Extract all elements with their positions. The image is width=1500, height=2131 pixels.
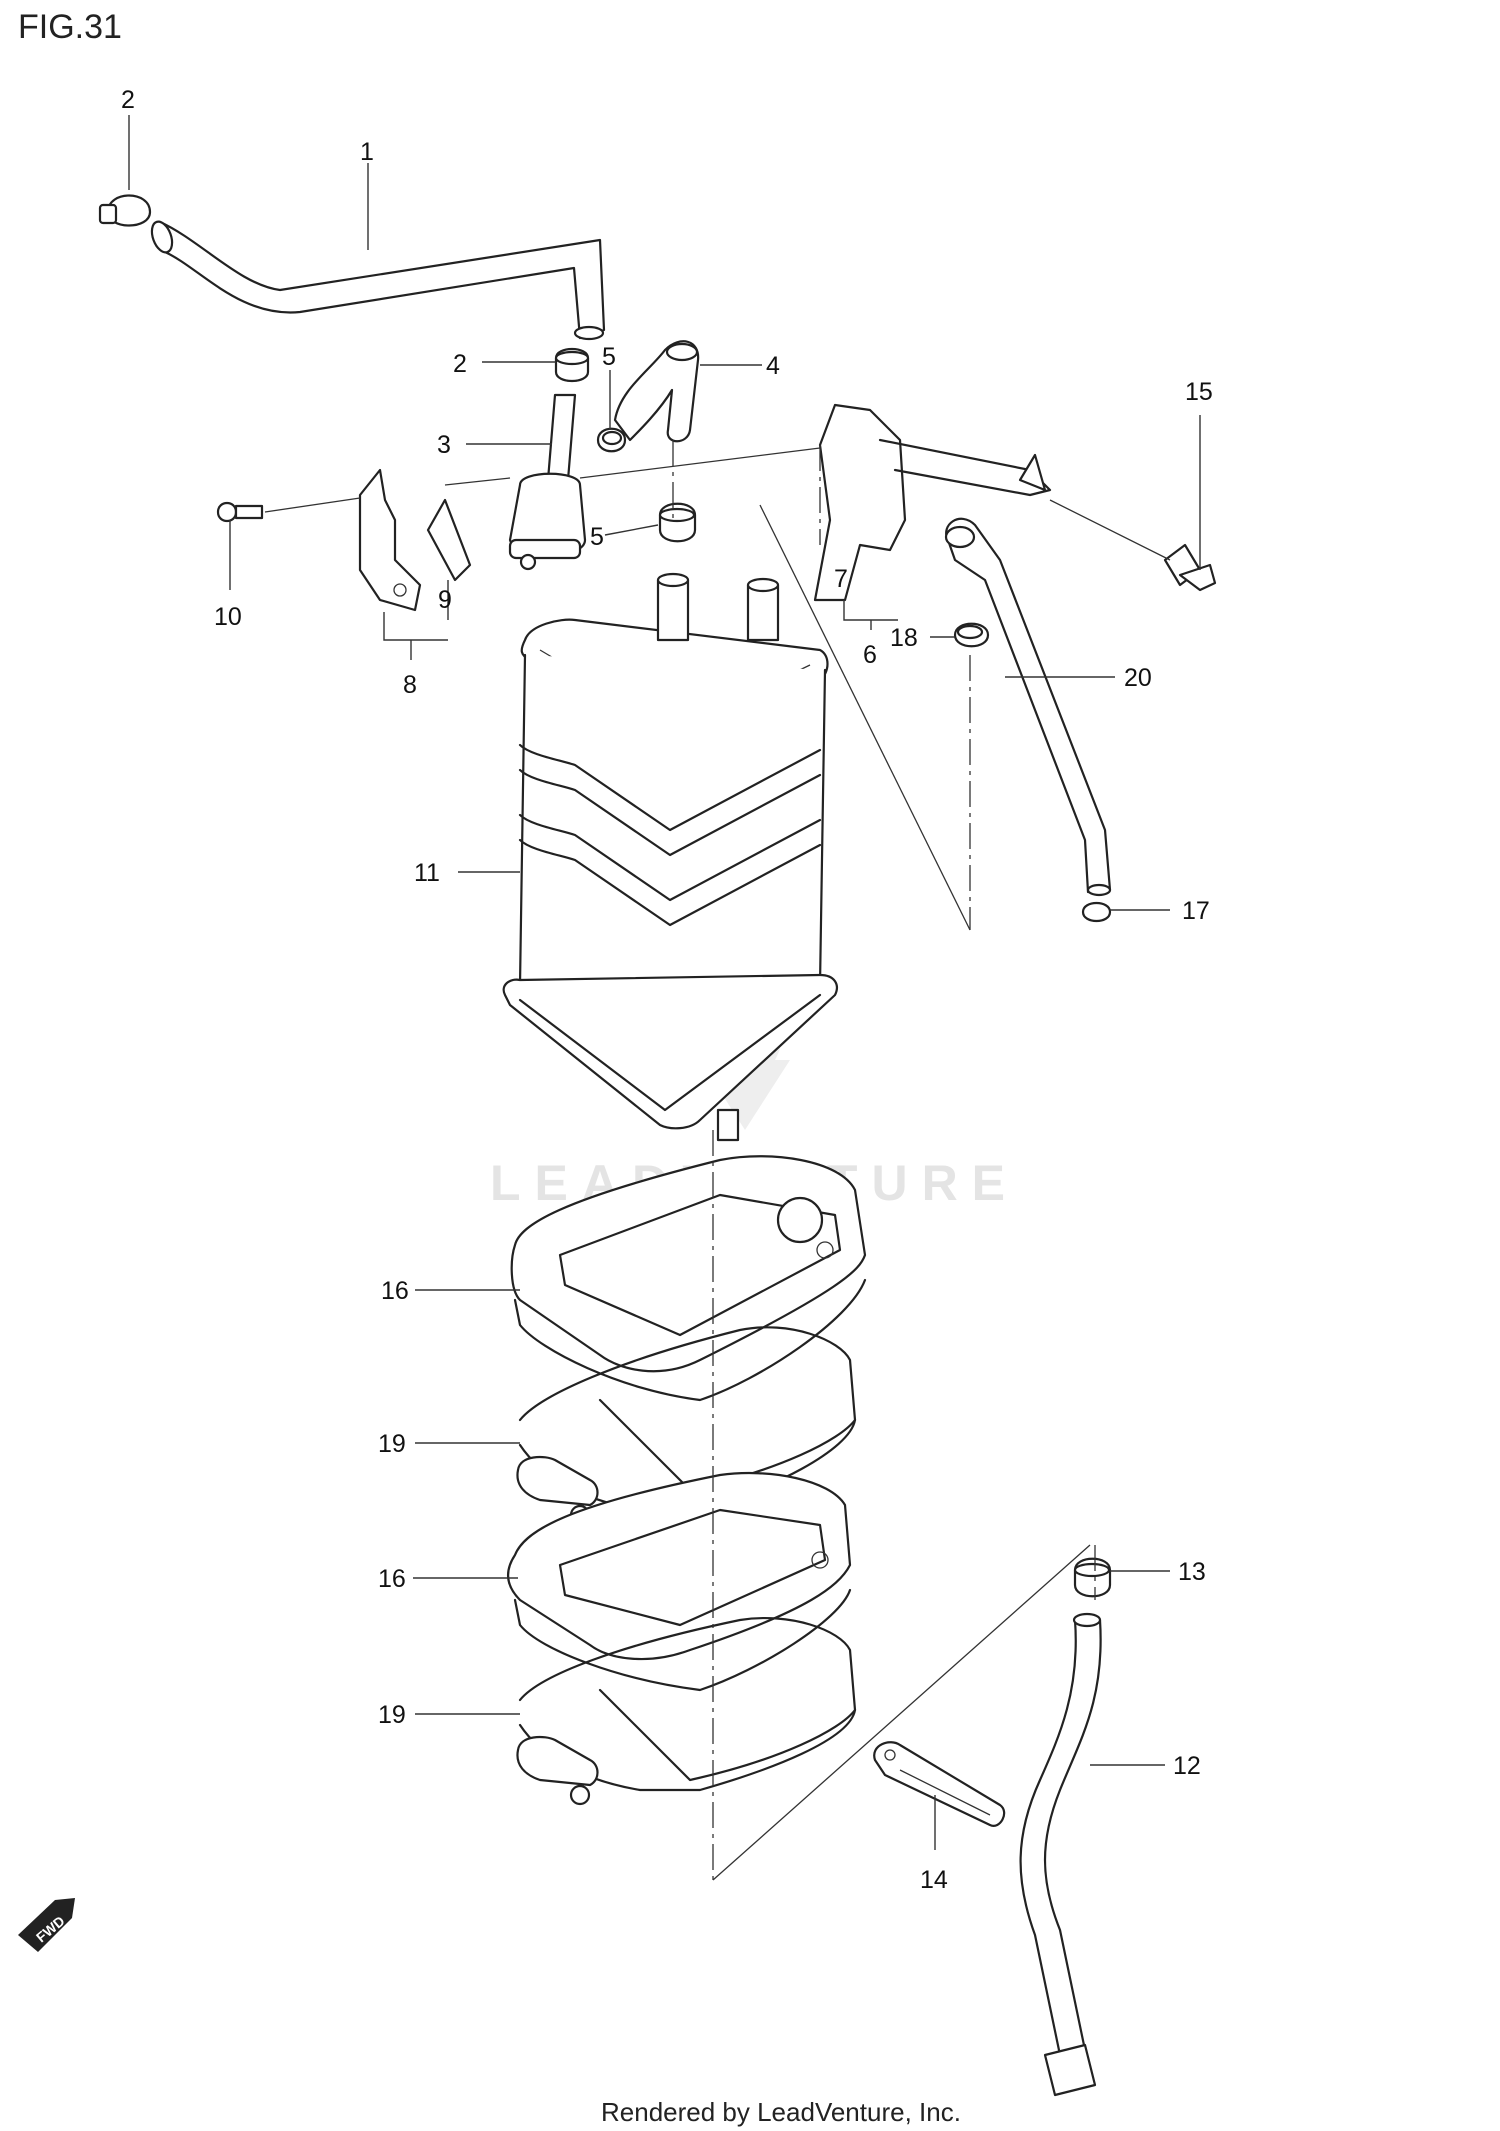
callout-7: 7: [834, 565, 848, 593]
part-16-tray-lower: [507, 1471, 852, 1692]
callout-5-mid: 5: [590, 523, 604, 551]
part-9-plate: [426, 498, 472, 582]
part-4-elbow: [613, 340, 700, 443]
part-11-canister: [502, 572, 838, 1142]
part-6-bracket: [813, 403, 1052, 602]
callout-19-upper: 19: [378, 1430, 406, 1458]
callout-14: 14: [920, 1866, 948, 1894]
part-13-clip: [1073, 1557, 1112, 1598]
callout-16-lower: 16: [378, 1565, 406, 1593]
callout-1: 1: [360, 138, 374, 166]
footer-credit: Rendered by LeadVenture, Inc.: [601, 2097, 961, 2127]
callout-20: 20: [1124, 664, 1152, 692]
callout-9: 9: [438, 586, 452, 614]
callout-17: 17: [1182, 897, 1210, 925]
callout-4: 4: [766, 352, 780, 380]
part-2-clamp-mid: [554, 347, 590, 383]
callout-6: 6: [863, 641, 877, 669]
callout-19-lower: 19: [378, 1701, 406, 1729]
part-17-cap: [1081, 901, 1112, 923]
callout-18: 18: [890, 624, 918, 652]
leader-lines: [128, 115, 1201, 1850]
part-1-hose: [150, 220, 606, 341]
part-14-strap: [873, 1741, 1006, 1827]
part-15-bolt: [1163, 543, 1217, 592]
part-18-clip: [953, 622, 990, 648]
part-20-hose: [944, 517, 1112, 897]
callout-8: 8: [403, 671, 417, 699]
callout-3: 3: [437, 431, 451, 459]
callout-11: 11: [414, 859, 440, 887]
callout-2-mid: 2: [453, 350, 467, 378]
part-5-clip-mid: [658, 502, 697, 543]
fwd-direction-marker: FWD: [18, 1898, 75, 1952]
part-19-band-lower: [516, 1616, 857, 1806]
part-2-clamp-top: [98, 194, 152, 227]
callouts: 1 2 2 3 4 5 5 6 7 8 9 10 11 12 13 14 15 …: [121, 86, 1213, 1894]
part-10-bolt: [216, 501, 264, 523]
part-5-clip-top: [596, 427, 627, 453]
callout-5-top: 5: [602, 343, 616, 371]
callout-13: 13: [1178, 1558, 1206, 1586]
callout-15: 15: [1185, 378, 1213, 406]
callout-12: 12: [1173, 1752, 1201, 1780]
part-12-hose: [1019, 1612, 1102, 2097]
part-8-bracket: [358, 468, 422, 612]
part-3-valve: [508, 393, 587, 571]
part-16-tray-upper: [510, 1155, 867, 1402]
assembly-lines: [264, 440, 1171, 1881]
callout-10: 10: [214, 603, 242, 631]
figure-title: FIG.31: [18, 8, 122, 46]
callout-2-top: 2: [121, 86, 135, 114]
callout-16-upper: 16: [381, 1277, 409, 1305]
